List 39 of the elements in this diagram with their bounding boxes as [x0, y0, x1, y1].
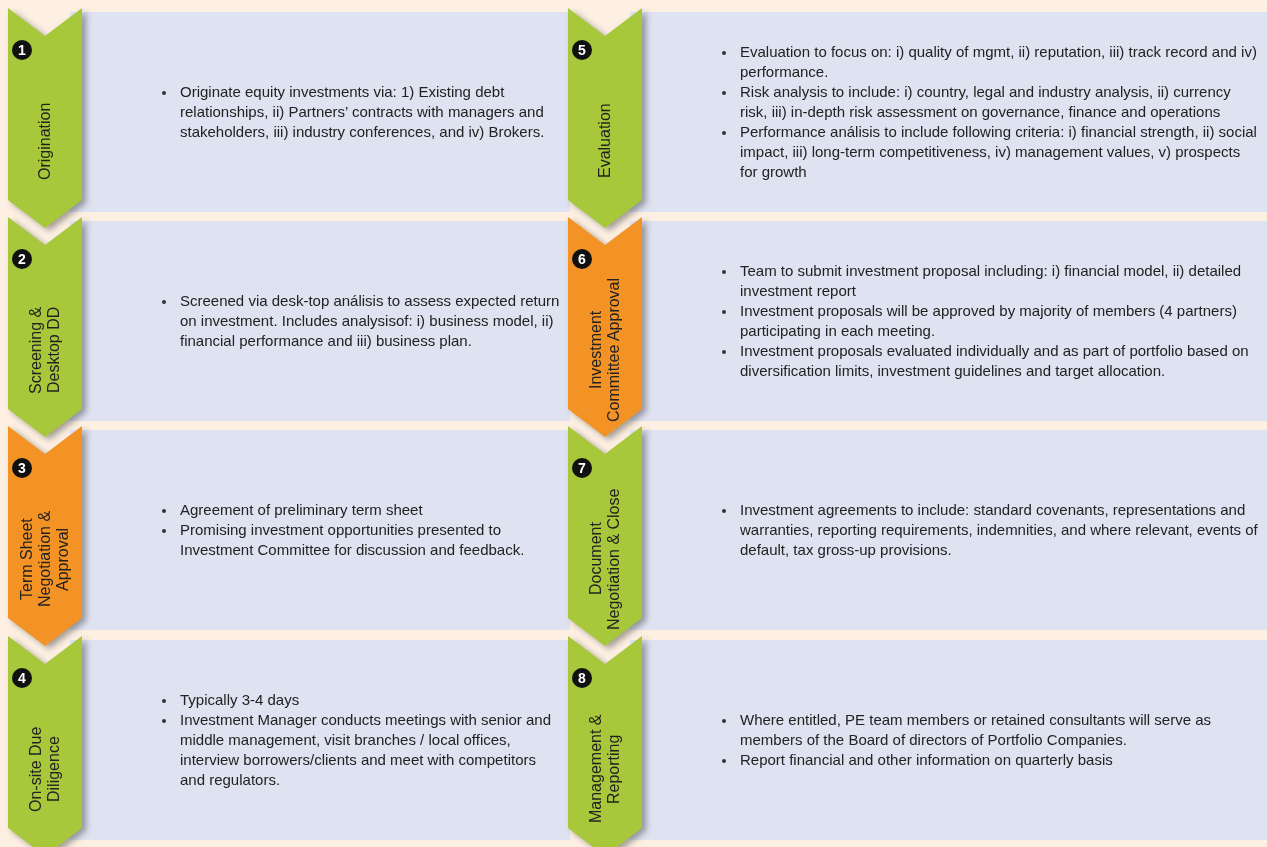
bullet-text: Investment proposals will be approved by majority of members (4 partners) participating in each meeting.	[714, 301, 1259, 341]
step-banner	[8, 217, 82, 437]
step-label: Term Sheet Negotiation & Approval	[17, 509, 72, 610]
bullet-text: Investment Manager conducts meetings with senior and middle management, visit branches / local offices, interview borrowers/clients and meet with competitors and regulators.	[154, 710, 562, 790]
description-panel	[70, 640, 570, 840]
step-label: Evaluation	[595, 102, 614, 181]
bullet-text: Screened via desk-top análisis to assess expected return on investment. Includes analysisof: i) business model, ii) financial performance and iii) business plan.	[154, 291, 562, 351]
bullet-text: Investment agreements to include: standard covenants, representations and warranties, reporting requirements, indemnities, and where relevant, events of default, tax gross-up provisions.	[714, 500, 1259, 560]
step-label: Origination	[35, 101, 54, 182]
bullet-text: Originate equity investments via: 1) Existing debt relationships, ii) Partners’ contracts with managers and stakeholders, iii) industry conferences, and iv) Brokers.	[154, 82, 562, 142]
description-panel	[630, 640, 1267, 840]
bullet-text: Report financial and other information on quarterly basis	[714, 750, 1259, 770]
bullet-text: Risk analysis to include: i) country, legal and industry analysis, ii) currency risk, iii) in-depth risk assessment on governance, finance and operations	[714, 82, 1259, 122]
step-label: Management & Reporting	[586, 713, 623, 826]
bullet-text: Promising investment opportunities presented to Investment Committee for discussion and feedback.	[154, 520, 562, 560]
step-label: Screening & Desktop DD	[26, 305, 63, 396]
step-label: Document Negotiation & Close	[586, 487, 623, 632]
step-banner	[568, 636, 642, 847]
description-panel	[630, 430, 1267, 630]
bullet-text: Typically 3-4 days	[154, 690, 562, 710]
bullet-text: Investment proposals evaluated individually and as part of portfolio based on diversification limits, investment guidelines and target allocation.	[714, 341, 1259, 381]
step-banner	[568, 217, 642, 437]
bullet-text: Performance análisis to include following criteria: i) financial strength, ii) social impact, iii) long-term competitiveness, iv) management values, v) prospects for growth	[714, 122, 1259, 182]
step-banner	[8, 8, 82, 228]
bullet-text: Team to submit investment proposal including: i) financial model, ii) detailed investment report	[714, 261, 1259, 301]
step-banner	[8, 426, 82, 646]
step-label: On-site Due Diligence	[26, 725, 63, 814]
bullet-text: Agreement of preliminary term sheet	[154, 500, 562, 520]
description-panel	[70, 12, 570, 212]
step-banner	[568, 8, 642, 228]
step-banner	[568, 426, 642, 646]
step-banner	[8, 636, 82, 847]
description-panel	[70, 221, 570, 421]
bullet-text: Evaluation to focus on: i) quality of mgmt, ii) reputation, iii) track record and iv) performance.	[714, 42, 1259, 82]
step-label: Investment Committee Approval	[586, 276, 623, 425]
description-panel	[630, 12, 1267, 212]
description-panel	[630, 221, 1267, 421]
description-panel	[70, 430, 570, 630]
bullet-text: Where entitled, PE team members or retained consultants will serve as members of the Board of directors of Portfolio Companies.	[714, 710, 1259, 750]
